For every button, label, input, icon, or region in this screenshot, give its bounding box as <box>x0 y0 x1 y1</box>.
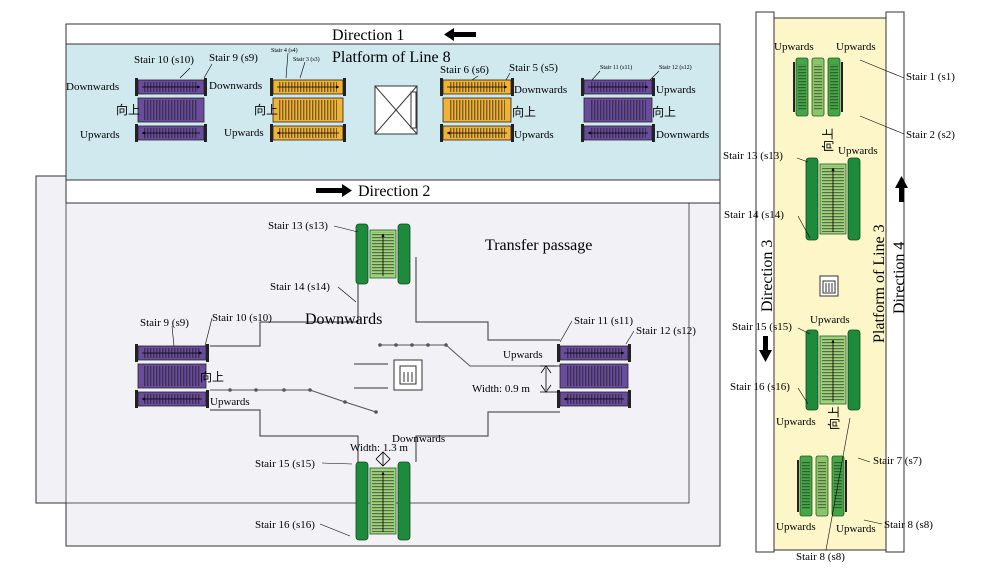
l3-upwards-5: Upwards <box>776 416 816 428</box>
line3-elevator-icon <box>819 275 839 297</box>
up-arrow-icon <box>895 176 908 202</box>
transfer-title: Transfer passage <box>485 237 592 254</box>
width-dimension-09 <box>540 365 560 393</box>
l3-upwards-3: Upwards <box>838 145 878 157</box>
l3-stair16-label: Stair 16 (s16) <box>730 381 790 393</box>
l8-upwards-left: Upwards <box>80 129 120 141</box>
line3-direction3: Direction 3 <box>759 240 776 312</box>
transfer-downwards-bottom: Downwards <box>392 433 445 445</box>
l8-stair3-label: Stair 3 (s3) <box>293 56 320 63</box>
stair-s11-s12-line8 <box>581 78 655 142</box>
line3-right-band <box>885 11 905 553</box>
tr-stair16-label: Stair 16 (s16) <box>255 519 315 531</box>
line3-left-band <box>755 11 775 553</box>
transfer-width-09: Width: 0.9 m <box>472 383 530 395</box>
stair-s11-s12-transfer <box>557 344 631 408</box>
l3-upwards-4: Upwards <box>810 314 850 326</box>
l3-stair15-label: Stair 15 (s15) <box>732 321 792 333</box>
l8-upwards-r1: Upwards <box>514 129 554 141</box>
stair-s9-s10-transfer <box>135 344 209 408</box>
line8-platform-title: Platform of Line 8 <box>332 49 451 66</box>
tr-stair12-label: Stair 12 (s12) <box>636 325 696 337</box>
l8-cn-up-4: 向上 <box>652 104 676 119</box>
l8-downwards-left: Downwards <box>66 81 119 93</box>
transfer-upwards-left: Upwards <box>210 396 250 408</box>
stair-s9-s10-line8 <box>135 78 207 142</box>
l8-cn-up-2: 向上 <box>254 102 278 117</box>
l8-stair9-label: Stair 9 (s9) <box>209 52 258 64</box>
l3-stair14-label: Stair 14 (s14) <box>724 209 784 221</box>
l3-upwards-1: Upwards <box>774 41 814 53</box>
l8-downwards-mid: Downwards <box>209 80 262 92</box>
stair-s13-s14-line3 <box>805 157 861 241</box>
transfer-width-13: Width: 1.3 m <box>350 442 408 454</box>
l8-downwards-r1: Downwards <box>514 84 567 96</box>
l3-cn-up-1: 向上 <box>820 128 835 152</box>
l8-cn-up-3: 向上 <box>512 104 536 119</box>
queue-line-lower <box>210 388 378 414</box>
line8-direction2: Direction 2 <box>358 183 430 200</box>
tr-stair9-label: Stair 9 (s9) <box>140 317 189 329</box>
stair-s7-s8-line3 <box>797 455 847 517</box>
l8-stair5-label: Stair 5 (s5) <box>509 62 558 74</box>
transfer-downwards-top: Downwards <box>305 311 382 328</box>
tr-stair11-label: Stair 11 (s11) <box>574 315 633 327</box>
stair-s13-s14-transfer <box>355 223 411 285</box>
l3-upwards-2: Upwards <box>836 41 876 53</box>
l3-stair2-label: Stair 2 (s2) <box>906 129 955 141</box>
line3-direction4: Direction 4 <box>891 242 908 314</box>
line8-direction1: Direction 1 <box>332 27 404 44</box>
stair-s15-s16-line3 <box>805 329 861 411</box>
l3-stair8a-label: Stair 8 (s8) <box>884 519 933 531</box>
l8-stair4-label: Stair 4 (s4) <box>271 47 298 54</box>
stair-s5-s6-line8 <box>440 78 514 142</box>
l8-stair10-label: Stair 10 (s10) <box>134 54 194 66</box>
l3-upwards-7: Upwards <box>836 523 876 535</box>
left-arrow-icon <box>444 28 476 41</box>
transfer-upwards-right: Upwards <box>503 349 543 361</box>
l8-stair11-label: Stair 11 (s11) <box>600 64 632 71</box>
tr-stair14-label: Stair 14 (s14) <box>270 281 330 293</box>
l8-upwards-mid: Upwards <box>224 127 264 139</box>
down-arrow-icon <box>759 336 772 362</box>
l8-upwards-r2: Upwards <box>656 84 696 96</box>
tr-stair15-label: Stair 15 (s15) <box>255 458 315 470</box>
stair-s15-s16-transfer <box>355 461 411 541</box>
l3-stair1-label: Stair 1 (s1) <box>906 71 955 83</box>
right-arrow-icon <box>316 184 352 197</box>
transfer-cn-up-left: 向上 <box>200 369 224 384</box>
transfer-passage-walls <box>210 257 560 462</box>
l8-cn-up-1: 向上 <box>116 102 140 117</box>
stair-s3-s4-line8 <box>270 78 346 142</box>
l8-stair6-label: Stair 6 (s6) <box>440 64 489 76</box>
line3-platform-title: Platform of Line 3 <box>871 224 888 343</box>
l3-upwards-6: Upwards <box>776 521 816 533</box>
stair-s1-s2-line3 <box>793 57 843 117</box>
l8-stair12-label: Stair 12 (s12) <box>659 64 692 71</box>
width-dimension-13 <box>375 451 391 467</box>
l3-stair8b-label: Stair 8 (s8) <box>796 551 845 563</box>
tr-stair13-label: Stair 13 (s13) <box>268 220 328 232</box>
l3-cn-up-2: 向上 <box>826 406 841 430</box>
tr-stair10-label: Stair 10 (s10) <box>212 312 272 324</box>
elevator-icon <box>354 359 423 391</box>
queue-line-upper <box>378 343 556 367</box>
l3-stair7-label: Stair 7 (s7) <box>873 455 922 467</box>
elevator-box-line8 <box>374 85 418 135</box>
l8-downwards-r2: Downwards <box>656 129 709 141</box>
l3-stair13-label: Stair 13 (s13) <box>723 150 783 162</box>
line8-bottom-band <box>65 179 721 204</box>
